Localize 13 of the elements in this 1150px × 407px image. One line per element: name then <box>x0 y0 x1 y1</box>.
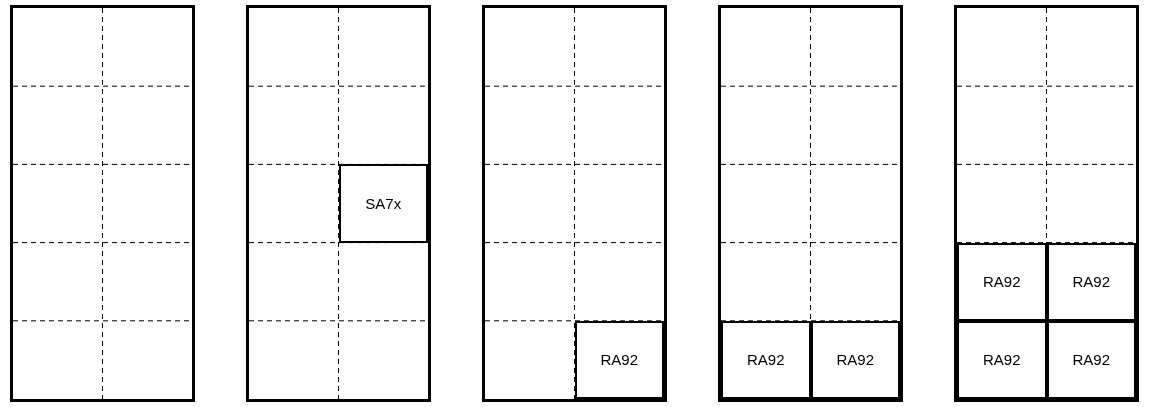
rack-panel <box>10 5 195 402</box>
module-slot: RA92 <box>957 242 1047 321</box>
module-slot: SA7x <box>338 164 428 243</box>
module-slot: RA92 <box>1046 242 1136 321</box>
module-slot: RA92 <box>1046 320 1136 399</box>
rack-panel <box>718 5 903 402</box>
rack-panel <box>482 5 667 402</box>
module-slot: RA92 <box>721 320 811 399</box>
rack-panel <box>246 5 431 402</box>
module-slot: RA92 <box>574 320 664 399</box>
rack-panel <box>954 5 1139 402</box>
module-slot: RA92 <box>957 320 1047 399</box>
module-slot: RA92 <box>810 320 900 399</box>
